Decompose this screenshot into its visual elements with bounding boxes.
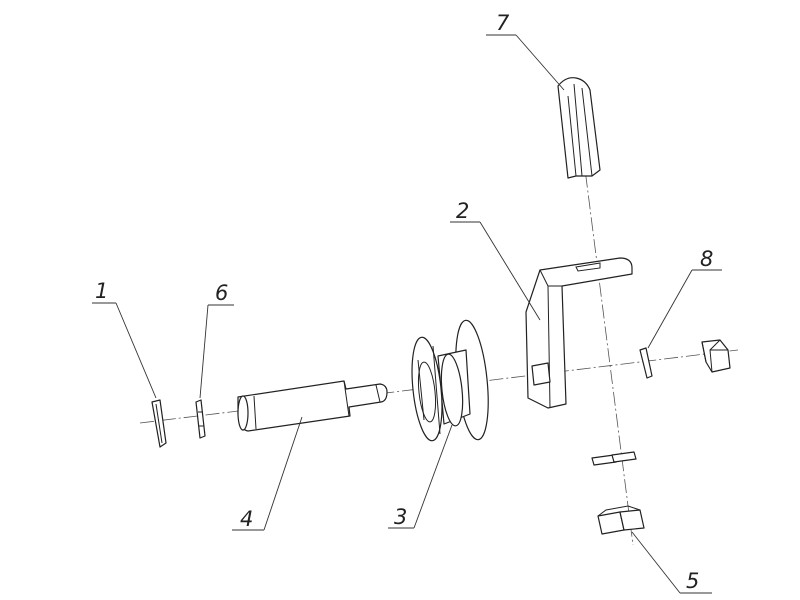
callout-number-6: 6 (215, 281, 228, 305)
callout-number-7: 7 (496, 11, 510, 35)
callout-8: 8 (647, 247, 722, 349)
plate-pieces (591, 451, 637, 466)
callout-7: 7 (486, 11, 565, 91)
part-2-bracket (525, 257, 633, 409)
callout-number-4: 4 (240, 507, 253, 531)
center-lines (139, 129, 739, 546)
callout-5: 5 (631, 531, 712, 594)
callout-6: 6 (199, 281, 234, 399)
callout-number-2: 2 (456, 199, 469, 223)
vertical-axis-line (579, 129, 634, 546)
hex-nut (701, 339, 731, 373)
callout-3: 3 (388, 424, 453, 529)
callout-2: 2 (450, 199, 541, 321)
part-8-ring (639, 347, 653, 379)
callout-number-1: 1 (95, 279, 108, 303)
callout-4: 4 (232, 416, 303, 531)
part-4-shaft (237, 380, 388, 432)
part-5-blocks (597, 505, 645, 535)
part-6-clip (195, 399, 206, 439)
part-7-fork (557, 77, 601, 179)
part-3-spool (411, 319, 489, 442)
callout-number-5: 5 (686, 569, 699, 593)
callout-1: 1 (92, 279, 157, 399)
part-1-washer (151, 399, 167, 448)
callout-number-8: 8 (700, 247, 713, 271)
callout-number-3: 3 (394, 505, 407, 529)
